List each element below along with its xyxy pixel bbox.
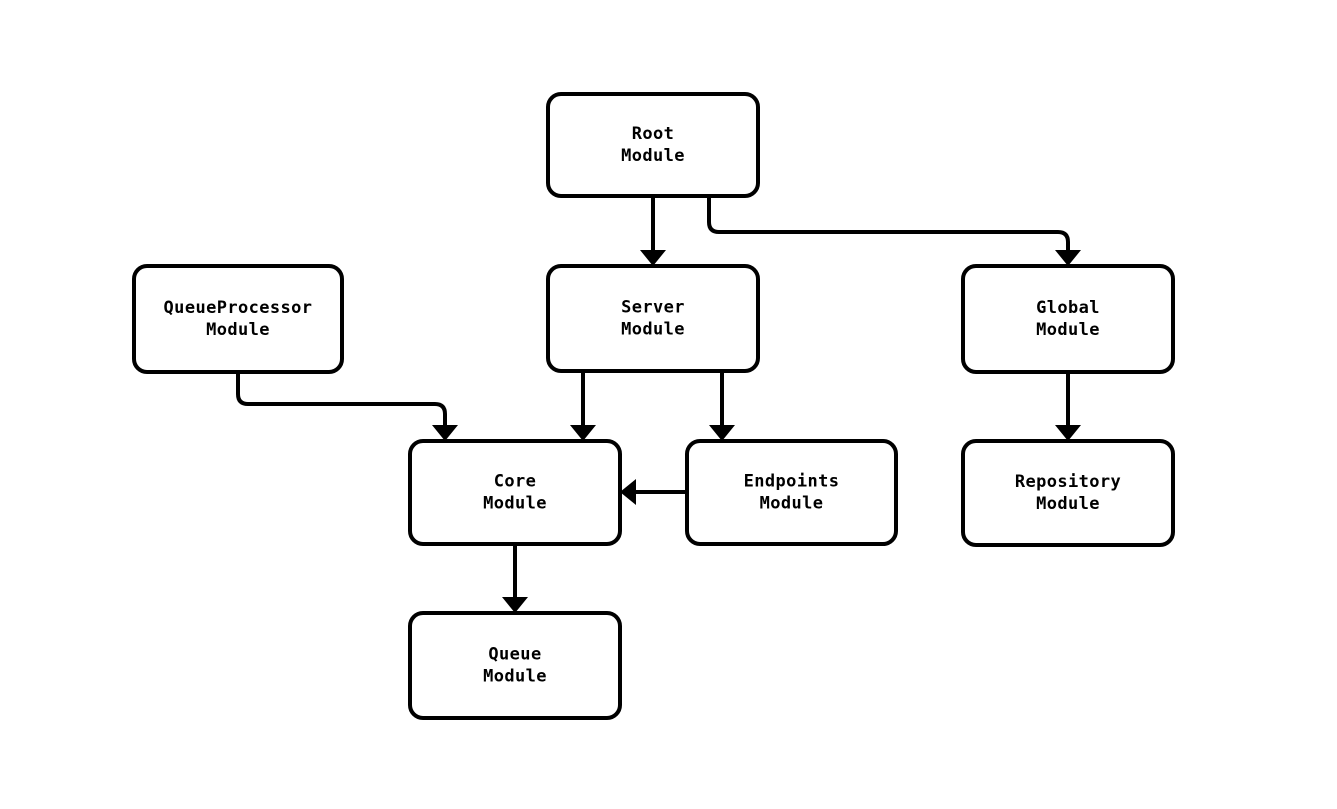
node-label-line2: Module — [483, 494, 547, 514]
node-label-line1: Global — [1036, 298, 1100, 318]
arrow-head-icon — [570, 425, 596, 441]
node-label-line2: Module — [621, 320, 685, 340]
node-label-line2: Module — [206, 320, 270, 340]
node-box[interactable] — [685, 439, 898, 546]
node-label-line1: Repository — [1015, 472, 1121, 492]
edge-global-to-repository — [1055, 372, 1081, 441]
edge-line — [707, 196, 1070, 253]
arrow-head-icon — [1055, 425, 1081, 441]
node-label-line2: Module — [1036, 320, 1100, 340]
node-box[interactable] — [132, 264, 344, 374]
edge-server-to-endpoints — [709, 371, 735, 441]
edge-root-to-global — [707, 196, 1081, 266]
edge-root-to-server — [640, 196, 666, 266]
edge-queueprocessor-to-core — [236, 372, 458, 441]
arrow-head-icon — [1055, 250, 1081, 266]
node-box[interactable] — [961, 439, 1175, 547]
node-label-line1: Server — [621, 298, 685, 318]
arrow-head-icon — [709, 425, 735, 441]
edge-server-to-core — [570, 371, 596, 441]
arrow-head-icon — [640, 250, 666, 266]
node-label-line1: Queue — [488, 645, 541, 665]
node-box[interactable] — [546, 264, 760, 373]
node-label-line2: Module — [1036, 494, 1100, 514]
node-label-line1: Root — [632, 124, 675, 144]
arrow-head-icon — [432, 425, 458, 441]
node-label-line2: Module — [483, 667, 547, 687]
edges-layer — [236, 196, 1081, 613]
node-label-line1: Endpoints — [744, 472, 840, 492]
node-label-line1: QueueProcessor — [164, 298, 313, 318]
node-label-line1: Core — [494, 472, 537, 492]
nodes-layer: RootModuleQueueProcessorModuleServerModu… — [132, 92, 1175, 720]
node-label-line2: Module — [760, 494, 824, 514]
arrow-head-icon — [502, 597, 528, 613]
node-box[interactable] — [546, 92, 760, 198]
arrow-head-icon — [620, 479, 636, 505]
node-label-line2: Module — [621, 146, 685, 166]
edge-core-to-queue — [502, 544, 528, 613]
node-box[interactable] — [408, 611, 622, 720]
edge-line — [236, 372, 447, 428]
node-box[interactable] — [961, 264, 1175, 374]
node-box[interactable] — [408, 439, 622, 546]
edge-endpoints-to-core — [620, 479, 687, 505]
